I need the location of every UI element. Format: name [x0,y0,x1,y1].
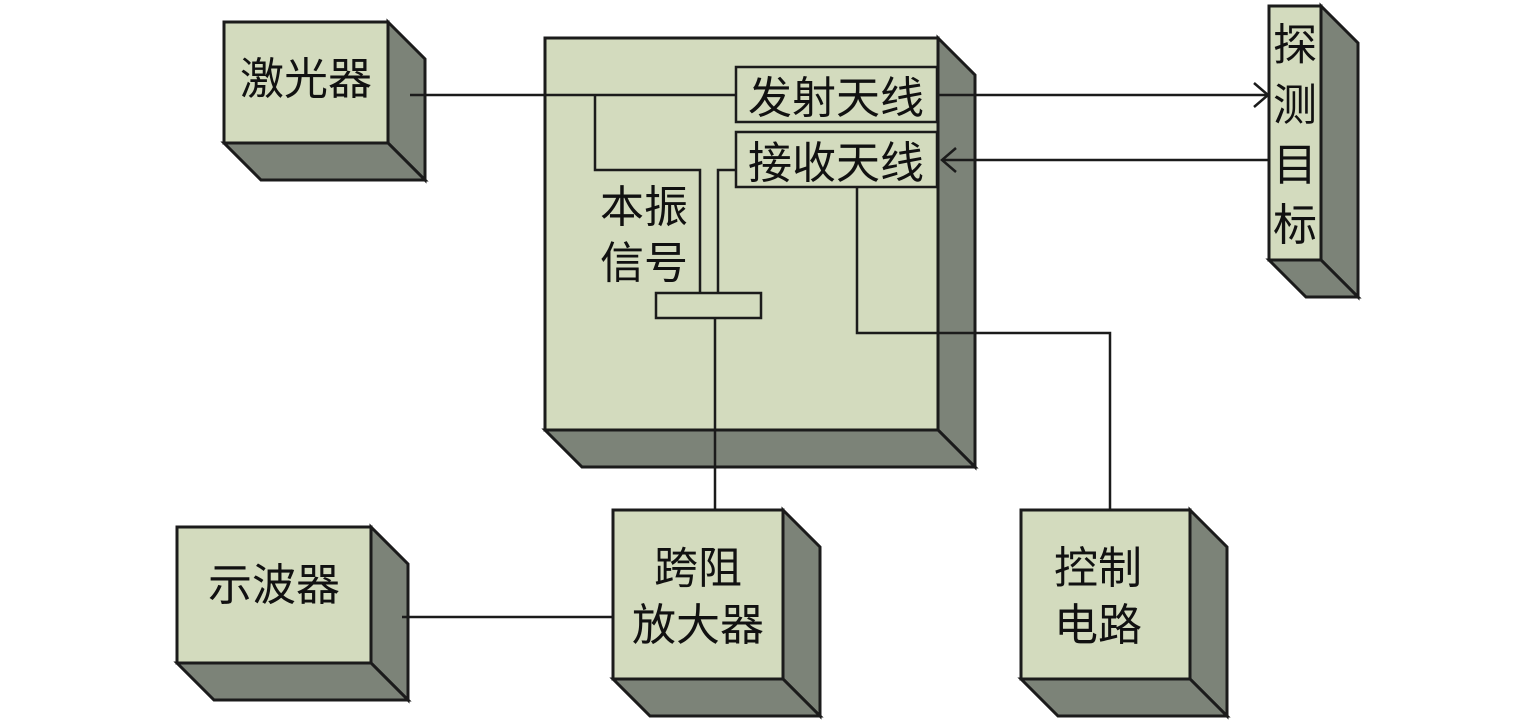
lo-signal-label-line1: 本振 [600,182,688,233]
rx-arrowhead [940,147,957,173]
tx-arrowhead [1253,82,1270,108]
target-label-1: 探 [1273,20,1317,71]
rx-antenna-box [734,130,939,189]
target-block: 探 测 目 标 [1265,2,1362,301]
lo-tap-line [593,95,702,293]
tia-label-line1: 跨阻 [654,543,742,594]
target-label-4: 标 [1273,200,1317,251]
target-label-3: 目 [1273,140,1317,191]
target-label-2: 测 [1273,80,1317,131]
rx-to-detector-line [716,168,736,293]
tx-antenna-label: 发射天线 [748,73,924,124]
tia-label-line2: 放大器 [632,600,764,651]
control-label-line1: 控制 [1054,543,1142,594]
laser-label: 激光器 [240,54,372,105]
connections [402,82,1270,619]
lo-signal-label-line2: 信号 [600,238,688,289]
control-block: 控制 电路 [1017,506,1231,720]
mixer-detector-box [654,291,763,320]
laser-block: 激光器 [220,18,429,184]
oscilloscope-block: 示波器 [173,523,412,704]
tia-block: 跨阻 放大器 [609,506,824,720]
oscilloscope-label: 示波器 [208,560,340,611]
control-label-line2: 电路 [1054,600,1142,651]
rx-antenna-label: 接收天线 [748,138,924,189]
rx-to-control-line [855,187,1112,510]
